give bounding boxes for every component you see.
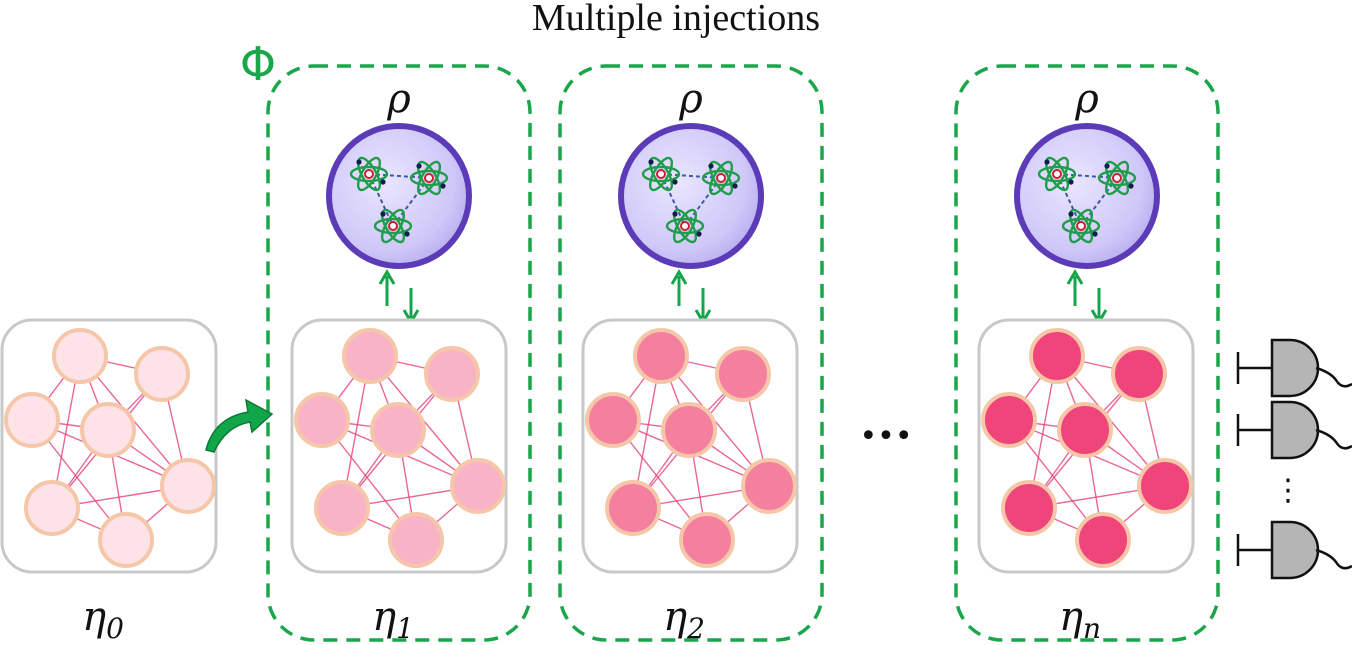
network-node [342,328,398,384]
diagram-title: Multiple injections [531,0,821,39]
atom-bond [368,173,430,179]
reservoir-n [977,318,1195,574]
reservoir-1 [290,318,508,574]
injection-frame-2 [558,64,824,642]
reservoirs [0,318,1195,574]
rho-label: ρ [1074,76,1099,122]
network-node [679,512,735,568]
reservoir-0 [0,318,218,574]
injection-frames [266,64,1220,642]
rho-label: ρ [678,76,703,122]
quantum-system-n: ρ [1014,76,1160,325]
network-node [134,346,190,402]
network-node [4,392,60,448]
eta-subscript: 0 [106,612,124,645]
atom-icon [373,208,413,244]
network-node [294,392,350,448]
quantum-system-2: ρ [618,76,764,325]
network-node [1001,480,1057,536]
detector-ellipsis: ⋮ [1273,473,1303,508]
quantum-sphere [1014,123,1160,269]
network-node [424,346,480,402]
quantum-sphere [326,123,472,269]
atom-icon [665,208,705,244]
network-node [741,458,797,514]
panel-ellipsis: ••• [859,419,912,454]
network-node [370,402,426,458]
injection-frame-1 [266,64,532,642]
detectors [1236,338,1352,580]
atom-icon [349,156,389,192]
rho-label: ρ [386,76,411,122]
network-node [1057,402,1113,458]
atom-icon [701,160,741,196]
injection-arrow [205,398,274,453]
network-node [80,402,136,458]
quantum-sphere [618,123,764,269]
atom-icon [641,156,681,192]
detector-icon [1236,338,1352,398]
eta-label-1: η1 [372,594,414,645]
network-node [450,458,506,514]
injection-frame-n [954,64,1220,642]
eta-label-n: ηn [1059,594,1101,645]
atom-bond [660,173,722,179]
eta-subscript: 1 [396,612,414,645]
atom-bond [684,177,722,227]
network-node [52,328,108,384]
network-node [388,512,444,568]
network-node [605,480,661,536]
atom-icon [1061,208,1101,244]
atom-icon [1037,156,1077,192]
network-node [160,458,216,514]
reservoir-2 [581,318,799,574]
network-node [98,512,154,568]
interaction-arrows [378,269,420,325]
detector-icon [1236,520,1352,580]
atom-bond [1056,173,1118,179]
network-node [633,328,689,384]
phi-label: Φ [240,37,276,91]
interaction-arrows [1066,269,1108,325]
network-node [585,392,641,448]
eta-label-0: η0 [82,594,124,645]
eta-label-2: η2 [663,594,705,645]
network-node [1137,458,1193,514]
network-node [1075,512,1131,568]
atom-icon [409,160,449,196]
eta-symbol: η [372,594,396,640]
eta-symbol: η [82,594,106,640]
network-node [1029,328,1085,384]
detector-icon [1236,400,1352,460]
network-node [661,402,717,458]
eta-symbol: η [1059,594,1083,640]
eta-subscript: 2 [686,612,705,645]
atom-bond [392,177,430,227]
interaction-arrows [670,269,712,325]
network-node [981,392,1037,448]
network-node [24,480,80,536]
eta-subscript: n [1083,612,1101,645]
eta-symbol: η [663,594,687,640]
atom-bond [1080,177,1118,227]
network-node [715,346,771,402]
network-node [1111,346,1167,402]
quantum-system-1: ρ [326,76,472,325]
network-node [314,480,370,536]
atom-icon [1097,160,1137,196]
